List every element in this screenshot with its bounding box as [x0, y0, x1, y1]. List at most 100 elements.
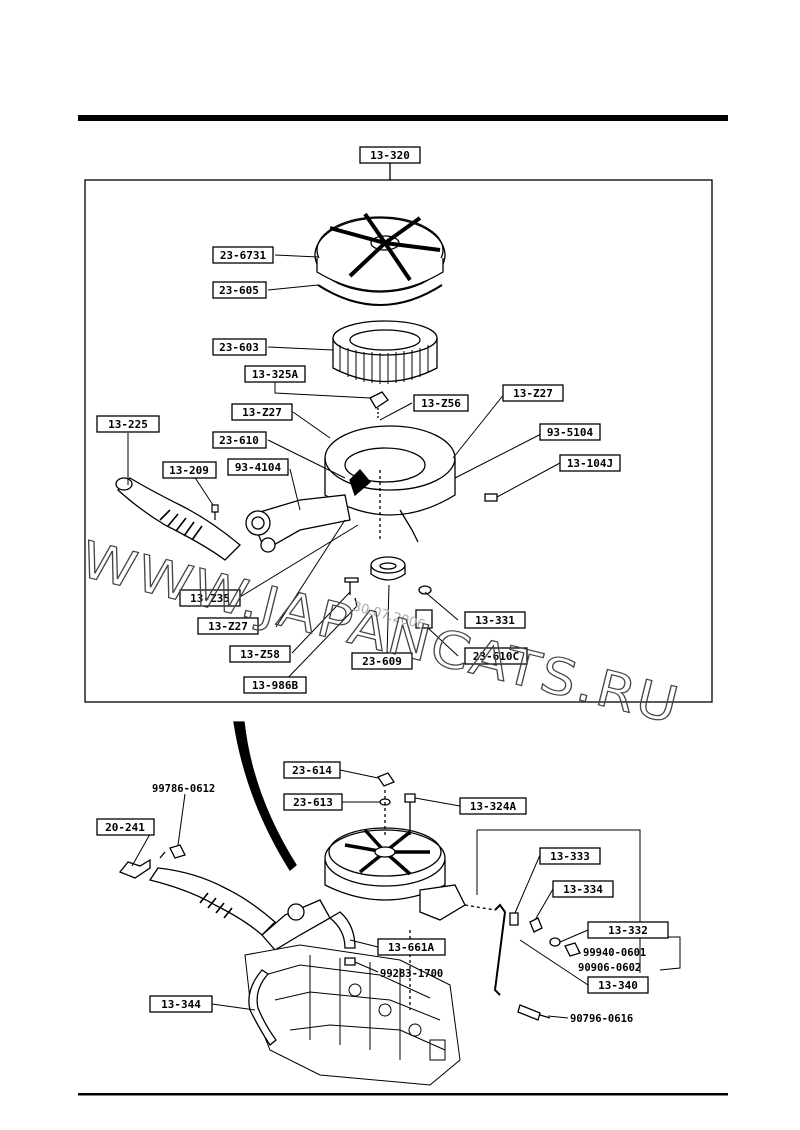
label-13-320: 13-320 — [370, 149, 410, 162]
bushing-13-333-shape — [509, 912, 519, 926]
bolt-13-209-shape — [211, 504, 219, 520]
label-text: 13-Z35 — [190, 592, 230, 605]
clip-99283-shape — [344, 957, 356, 966]
label-text: 93-5104 — [547, 426, 594, 439]
top-label-1: 23-605 — [212, 281, 267, 299]
part-number-99786: 99786-0612 — [152, 783, 215, 795]
label-text: 13-331 — [475, 614, 515, 627]
label-group: 13-320 — [359, 146, 421, 164]
top-label-10: 13-Z27 — [502, 384, 564, 402]
engine-block-shape — [244, 944, 461, 1086]
hose-13-661A-shape — [328, 911, 356, 949]
bottom-label-2: 13-324A — [459, 797, 527, 815]
washer-13-331-shape — [418, 585, 432, 595]
label-text: 13-Z27 — [242, 406, 282, 419]
washer-13-332-shape — [549, 937, 561, 947]
air-cleaner-housing-shape — [324, 425, 456, 543]
top-label-5: 23-610 — [212, 431, 267, 449]
label-text: 93-4104 — [235, 461, 282, 474]
gasket-ring-shape — [317, 284, 443, 306]
bolt-99786-shape — [159, 844, 186, 859]
label-text: 23-614 — [292, 764, 332, 777]
bottom-label-6: 13-332 — [587, 921, 669, 939]
bolt-90796-shape — [517, 1004, 551, 1021]
label-text: 13-334 — [563, 883, 603, 896]
top-label-2: 23-603 — [212, 338, 267, 356]
label-text: 13-332 — [608, 924, 648, 937]
label-text: 13-225 — [108, 418, 148, 431]
grommet-23-610C-shape — [415, 609, 433, 629]
label-text: 13-104J — [567, 457, 613, 470]
label-text: 13-209 — [169, 464, 209, 477]
heavy-curve-shape — [233, 721, 297, 871]
bottom-label-1: 23-613 — [283, 793, 343, 811]
label-text: 13-Z27 — [513, 387, 553, 400]
stay-rod-13-340-shape — [493, 903, 507, 996]
label-text: 13-344 — [161, 998, 201, 1011]
label-text: 23-603 — [219, 341, 259, 354]
top-label-18: 13-331 — [464, 611, 526, 629]
top-label-9: 13-Z56 — [413, 394, 469, 412]
air-duct-shape — [115, 477, 241, 561]
bottom-label-0: 23-614 — [283, 761, 341, 779]
assembled-air-cleaner-shape — [324, 827, 466, 921]
hose-13-Z58-shape — [344, 577, 359, 595]
top-label-11: 93-5104 — [539, 423, 601, 441]
label-text: 13-661A — [388, 941, 435, 954]
bottom-label-9: 13-344 — [149, 995, 213, 1013]
top-label-14: 13-Z27 — [197, 617, 259, 635]
nut-23-614-shape — [377, 772, 395, 787]
top-label-4: 13-Z27 — [231, 403, 293, 421]
bottom-label-5: 13-334 — [552, 880, 614, 898]
bracket-20-241-shape — [118, 858, 151, 879]
top-label-15: 13-Z58 — [229, 645, 291, 663]
part-number-90906: 90906-0602 — [578, 962, 641, 974]
bottom-rule — [78, 1093, 728, 1096]
bottom-diagram — [118, 721, 681, 1086]
bottom-label-3: 20-241 — [96, 818, 155, 836]
top-label-0: 23-6731 — [212, 246, 274, 264]
label-text: 13-333 — [550, 850, 590, 863]
top-label-8: 13-225 — [96, 415, 160, 433]
label-text: 13-340 — [598, 979, 638, 992]
lower-duct-shape — [148, 867, 331, 951]
part-number-90796: 90796-0616 — [570, 1013, 633, 1025]
part-number-99940: 99940-0601 — [583, 947, 646, 959]
cap-13-104J-shape — [484, 493, 498, 502]
top-label-12: 13-104J — [559, 454, 621, 472]
label-text: 13-325A — [252, 368, 299, 381]
label-text: 13-986B — [252, 679, 299, 692]
top-label-6: 93-4104 — [227, 458, 289, 476]
label-text: 23-610C — [473, 650, 519, 663]
top-label-16: 13-986B — [243, 676, 307, 694]
top-label-17: 23-609 — [351, 652, 413, 670]
label-text: 13-Z27 — [208, 620, 248, 633]
bottom-labels: 23-614 23-613 13-324A 20-241 13-333 13-3… — [96, 761, 669, 1025]
top-labels: 13-320 23-6731 23-605 23-603 13-325A 13-… — [96, 146, 621, 694]
bottom-label-4: 13-333 — [539, 847, 601, 865]
nut-99940-shape — [564, 942, 581, 957]
label-text: 23-609 — [362, 655, 402, 668]
top-rule — [78, 115, 728, 121]
top-label-3: 13-325A — [244, 365, 306, 383]
label-text: 20-241 — [105, 821, 145, 834]
bottom-label-7: 13-661A — [377, 938, 446, 956]
filter-element-shape — [332, 320, 438, 384]
seal-ring-shape — [370, 556, 406, 581]
wing-nut-shape — [369, 391, 389, 420]
label-text: 23-6731 — [220, 249, 267, 262]
top-frame — [84, 179, 713, 703]
bolt-13-324A-shape — [404, 793, 416, 835]
top-label-13: 13-Z35 — [179, 589, 241, 607]
top-label-19: 23-610C — [464, 647, 528, 665]
part-number-99283: 99283-1700 — [380, 968, 443, 980]
label-text: 23-610 — [219, 434, 259, 447]
harness-13-344-shape — [248, 969, 277, 1046]
top-diagram — [84, 163, 713, 703]
label-text: 23-613 — [293, 796, 333, 809]
air-cleaner-cover-shape — [314, 212, 446, 293]
top-label-7: 13-209 — [162, 461, 217, 479]
collar-13-334-shape — [529, 917, 543, 933]
label-text: 13-324A — [470, 800, 517, 813]
